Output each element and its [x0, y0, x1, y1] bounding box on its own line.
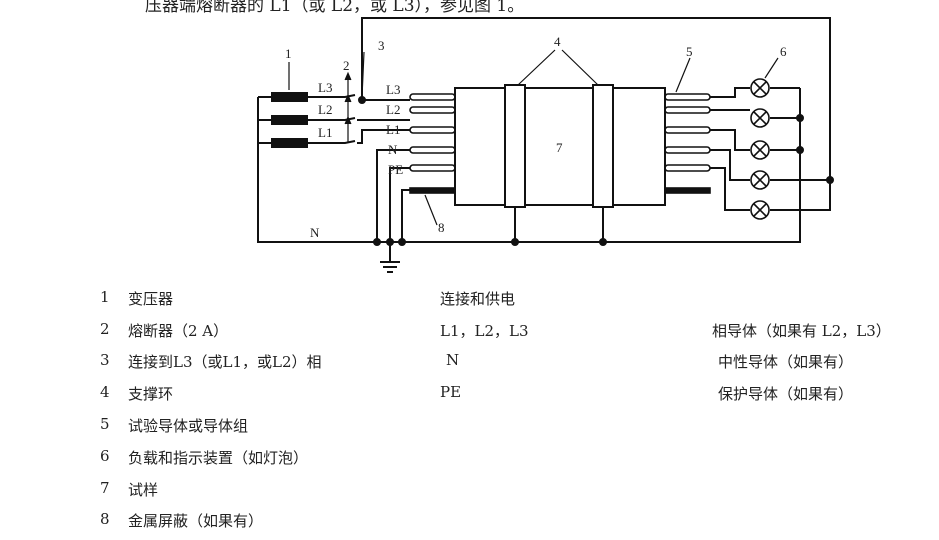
label-n-bottom: N — [310, 225, 320, 240]
legend-desc: 相导体（如果有 L2，L3） — [712, 322, 891, 340]
lamp-icon — [750, 78, 770, 220]
legend-desc: 中性导体（如果有） — [718, 353, 854, 371]
legend-text: 连接到L3（或L1，或L2）相 — [128, 353, 322, 371]
legend-desc: 保护导体（如果有） — [718, 385, 854, 403]
callout-2: 2 — [343, 58, 350, 73]
legend-num: 2 — [100, 320, 110, 338]
phase-wires — [357, 99, 410, 144]
legend-num: 4 — [100, 383, 110, 401]
callout-5: 5 — [686, 44, 693, 59]
label-l3: L3 — [386, 82, 400, 97]
label-l1-src: L1 — [318, 125, 332, 140]
legend-term: PE — [440, 383, 462, 401]
legend-term: L1，L2，L3 — [440, 322, 529, 340]
legend-num: 7 — [100, 479, 110, 497]
label-l2: L2 — [386, 102, 400, 117]
test-conductors-left — [409, 93, 456, 194]
callout-1: 1 — [285, 46, 292, 61]
legend-num: 6 — [100, 447, 110, 465]
label-n: N — [388, 142, 398, 157]
legend-heading: 连接和供电 — [440, 290, 516, 308]
callout-4: 4 — [554, 34, 561, 49]
legend-text: 金属屏蔽（如果有） — [128, 512, 264, 530]
callout-8: 8 — [438, 220, 445, 235]
test-conductors-right — [664, 93, 711, 194]
callout-3: 3 — [378, 38, 385, 53]
legend-text: 试验导体或导体组 — [128, 417, 249, 435]
intro-text: 压器端熔断器的 L1（或 L2，或 L3），参见图 1。 — [145, 0, 525, 16]
neutral-bus — [257, 88, 801, 243]
label-l2-src: L2 — [318, 102, 332, 117]
ground-icon — [380, 242, 400, 273]
callout-7: 7 — [556, 140, 563, 155]
label-pe: PE — [388, 162, 403, 177]
transformer — [258, 92, 356, 148]
legend-text: 试样 — [128, 481, 159, 499]
support-ring — [504, 84, 526, 208]
return-wire — [361, 17, 831, 180]
legend-text: 变压器 — [128, 290, 174, 308]
label-l1: L1 — [386, 122, 400, 137]
test-circuit-diagram: 1 2 3 4 5 6 7 8 L3 L2 L1 L3 L2 L1 N PE N — [257, 17, 834, 273]
label-l3-src: L3 — [318, 80, 332, 95]
legend-num: 8 — [100, 510, 110, 528]
specimen — [454, 87, 666, 206]
legend-num: 3 — [100, 351, 110, 369]
legend-text: 支撑环 — [128, 385, 174, 403]
legend-text: 熔断器（2 A） — [128, 322, 229, 340]
legend-num: 1 — [100, 288, 110, 306]
callout-6: 6 — [780, 44, 787, 59]
support-ring — [592, 84, 614, 208]
legend-text: 负载和指示装置（如灯泡） — [128, 449, 309, 467]
legend-term: N — [446, 351, 460, 369]
legend-num: 5 — [100, 415, 110, 433]
